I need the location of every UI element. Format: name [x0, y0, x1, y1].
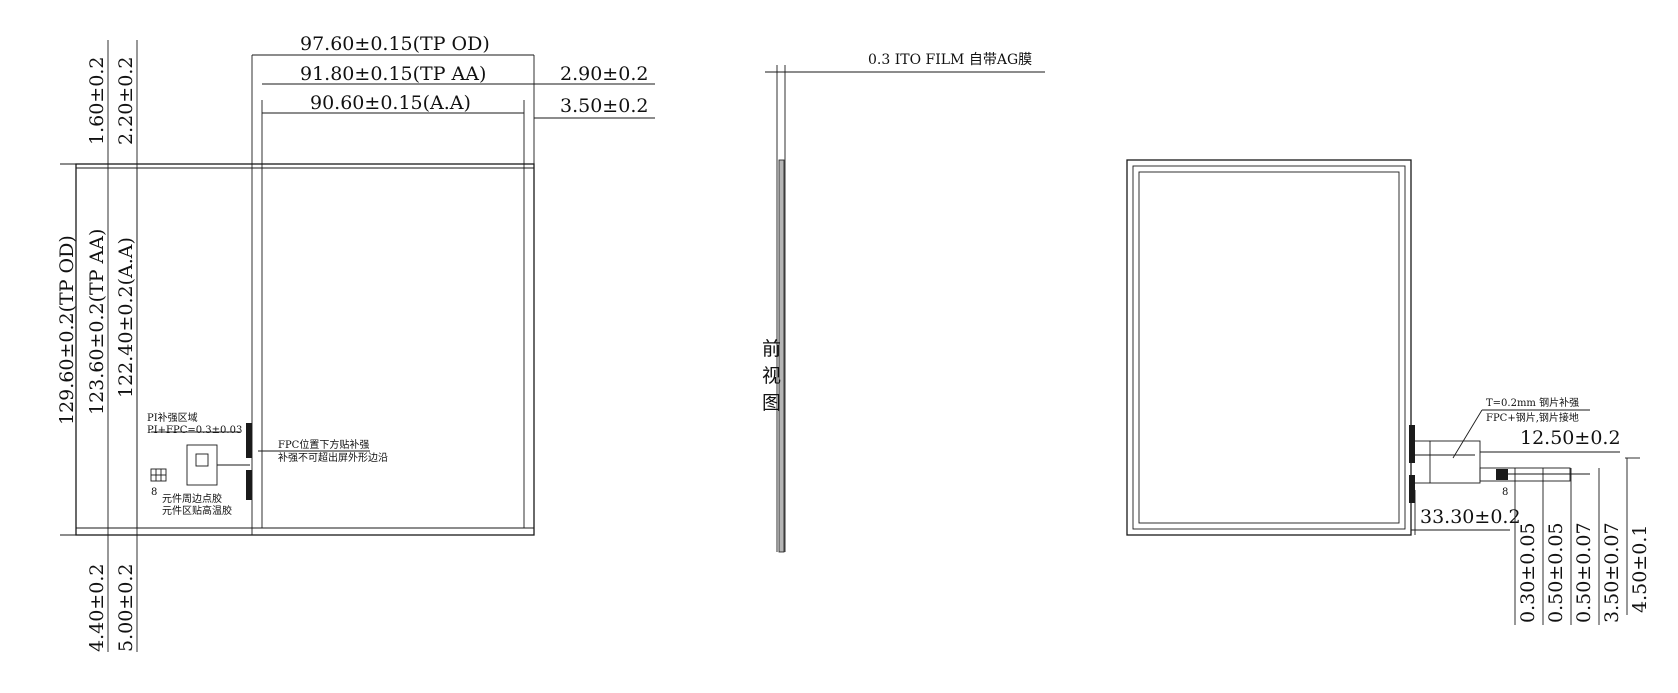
- fpc-tail-pad-upper: [1409, 425, 1415, 463]
- note-fpc-stiffener: FPC位置下方贴补强: [278, 438, 369, 451]
- front-active-area: [261, 167, 525, 529]
- dim-right-aa: 3.50±0.2: [560, 95, 648, 117]
- front-view: 97.60±0.15(TP OD) 91.80±0.15(TP AA) 90.6…: [56, 33, 655, 652]
- dim-tp-od-width: 97.60±0.15(TP OD): [300, 33, 490, 55]
- view-label-char-3: 图: [762, 392, 781, 414]
- fpc-pad-upper: [246, 423, 252, 458]
- dim-tail-thickness-3: 0.50±0.07: [1573, 522, 1595, 623]
- mark-8-front: 8: [151, 487, 157, 498]
- back-outline: [1126, 159, 1412, 536]
- view-label-char-2: 视: [762, 365, 781, 387]
- note-stiffener-limit: 补强不可超出屏外形边沿: [278, 451, 388, 464]
- dim-tail-length: 12.50±0.2: [1520, 427, 1621, 449]
- component-block: [186, 444, 218, 486]
- dim-tp-aa-width: 91.80±0.15(TP AA): [300, 63, 486, 85]
- note-pi-thickness: PI+FPC=0.3±0.03: [147, 425, 242, 436]
- dim-tail-thickness-2: 0.50±0.05: [1545, 522, 1567, 623]
- steel-stiffener: [1429, 440, 1481, 484]
- film-label: 0.3 ITO FILM 自带AG膜: [868, 52, 1032, 68]
- fpc-tail-pad-lower: [1409, 475, 1415, 503]
- dim-bottom-2: 5.00±0.2: [115, 564, 137, 652]
- dim-tail-width-4: 3.50±0.07: [1601, 522, 1623, 623]
- view-label-char-1: 前: [762, 338, 781, 360]
- dim-tp-aa-height: 123.60±0.2(TP AA): [86, 229, 108, 415]
- dim-tail-width-5: 4.50±0.1: [1629, 525, 1651, 613]
- back-view: T=0.2mm 钢片补强 FPC+钢片,钢片接地 12.50±0.2 33.30…: [1126, 159, 1651, 625]
- dim-tail-thickness-1: 0.30±0.05: [1517, 522, 1539, 623]
- note-pi-area: PI补强区域: [147, 411, 198, 424]
- dim-aa-width: 90.60±0.15(A.A): [310, 92, 471, 114]
- front-tp-od-outline: [75, 163, 535, 536]
- dim-right-top: 2.90±0.2: [560, 63, 648, 85]
- note-steel-stiffener: T=0.2mm 钢片补强: [1486, 396, 1579, 409]
- mark-8-back: 8: [1502, 487, 1508, 498]
- dim-top-2: 2.20±0.2: [115, 57, 137, 145]
- note-steel-ground: FPC+钢片,钢片接地: [1486, 411, 1579, 424]
- note-component-glue: 元件周边点胶: [162, 492, 222, 505]
- side-view: 0.3 ITO FILM 自带AG膜 前 视 图: [762, 52, 1045, 553]
- dim-tp-od-height: 129.60±0.2(TP OD): [56, 235, 78, 425]
- side-layer-stack: [778, 159, 785, 553]
- dim-fpc-position: 33.30±0.2: [1420, 506, 1521, 528]
- dim-bottom-1: 4.40±0.2: [86, 564, 108, 652]
- dim-top-1: 1.60±0.2: [86, 57, 108, 145]
- dim-aa-height: 122.40±0.2(A.A): [115, 237, 137, 398]
- fpc-tail-contact: [1496, 469, 1508, 480]
- fpc-pad-lower: [246, 470, 252, 500]
- note-component-tape: 元件区贴高温胶: [162, 504, 232, 517]
- fpc-tail: [1479, 467, 1571, 482]
